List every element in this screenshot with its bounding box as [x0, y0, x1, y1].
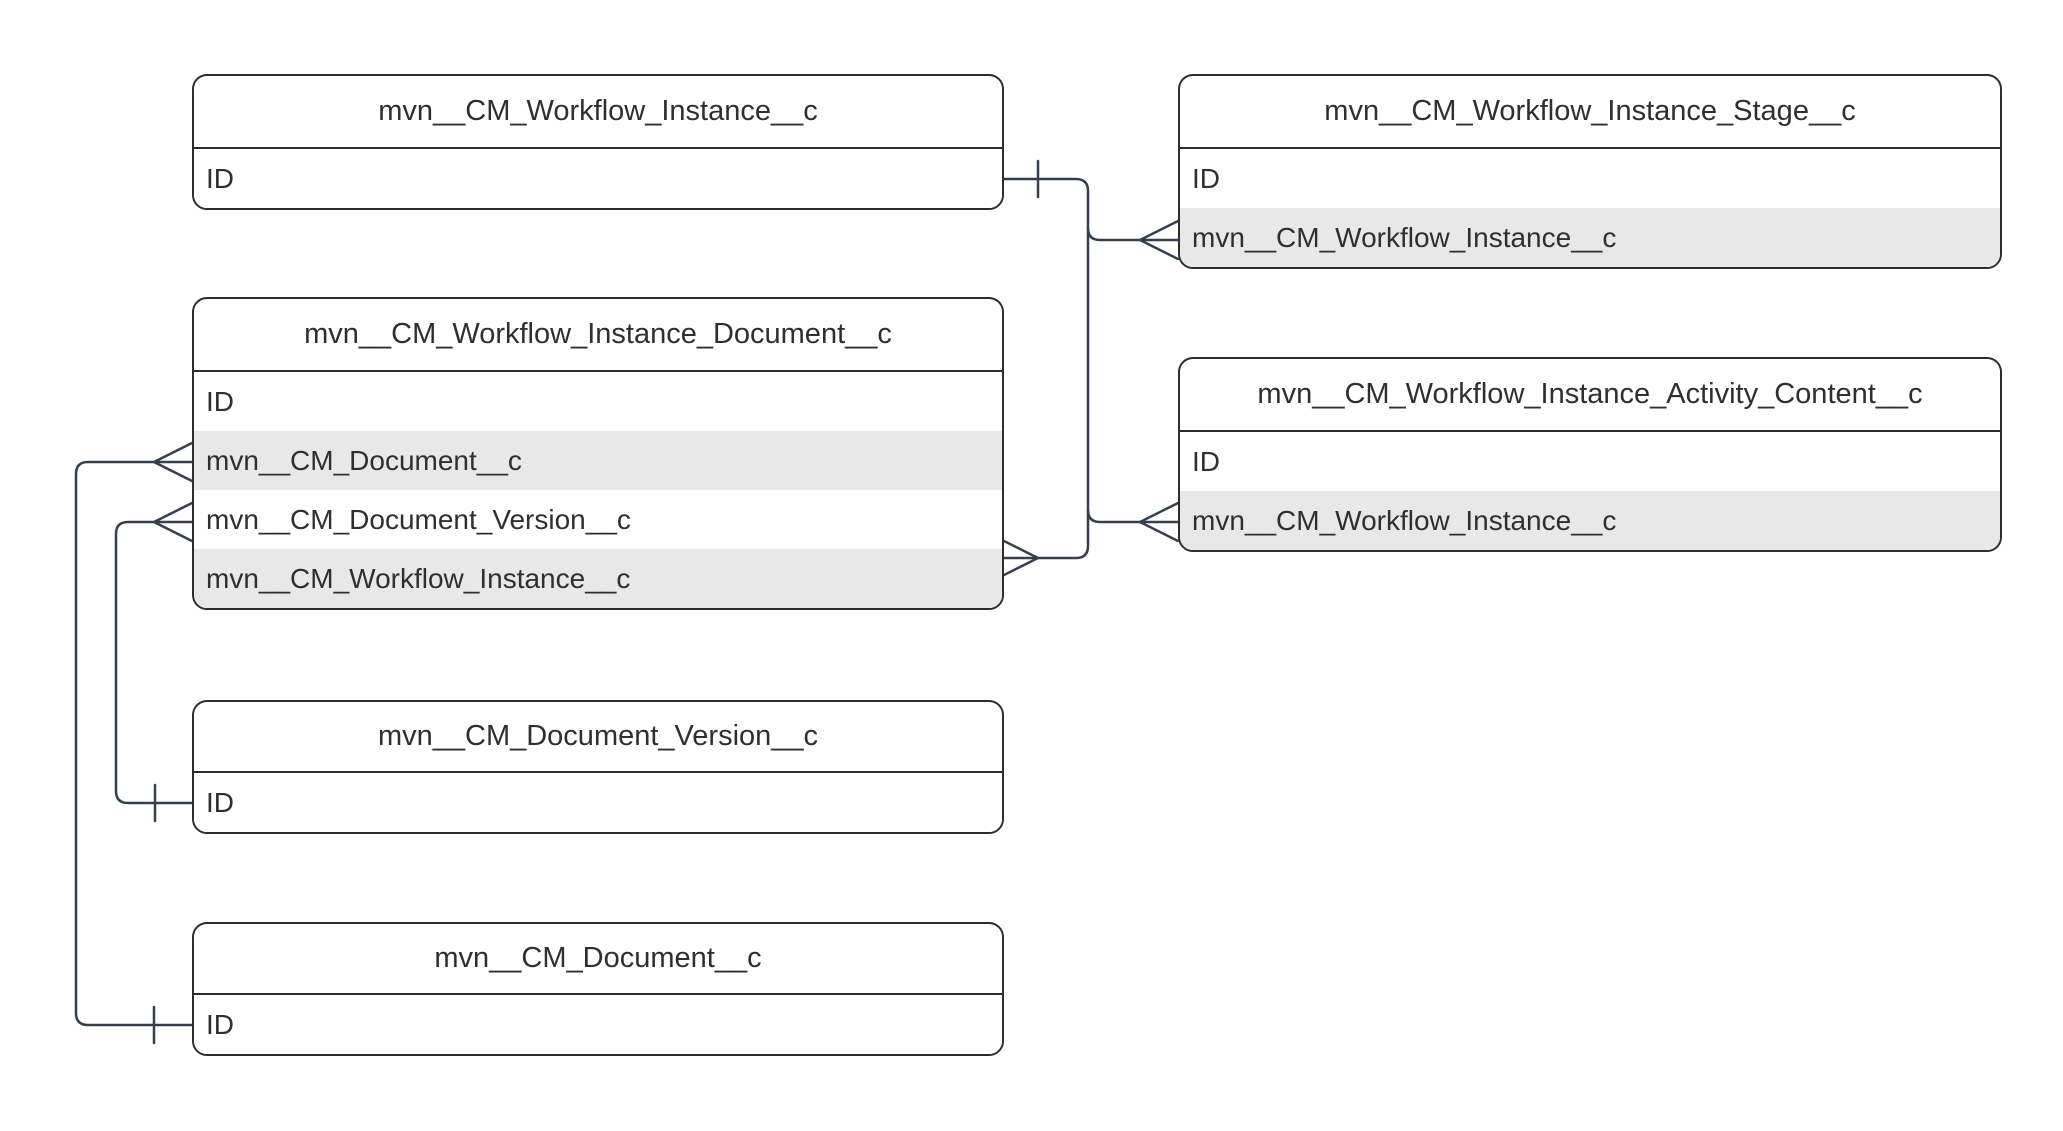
entity-document-version[interactable]: mvn__CM_Document_Version__c ID	[192, 700, 1004, 834]
edge-workflow-instance-one-to-many[interactable]	[998, 159, 1180, 579]
field-rows: ID mvn__CM_Workflow_Instance__c	[1180, 432, 2000, 550]
field-row: ID	[194, 995, 1002, 1054]
field-row: ID	[1180, 432, 2000, 491]
field-row: ID	[194, 149, 1002, 208]
field-row: ID	[194, 773, 1002, 832]
field-row: mvn__CM_Document__c	[194, 431, 1002, 490]
entity-title: mvn__CM_Workflow_Instance_Stage__c	[1180, 76, 2000, 149]
entity-workflow-instance[interactable]: mvn__CM_Workflow_Instance__c ID	[192, 74, 1004, 210]
edge-document-version-one-to-many[interactable]	[114, 501, 194, 823]
edge-line-branch-activity-content	[1086, 508, 1142, 524]
field-rows: ID	[194, 773, 1002, 832]
entity-title: mvn__CM_Document_Version__c	[194, 702, 1002, 773]
entity-document[interactable]: mvn__CM_Document__c ID	[192, 922, 1004, 1056]
crow-foot-many-activity-content	[1138, 501, 1180, 543]
crow-foot-many-instance-document	[998, 537, 1040, 579]
entity-workflow-instance-activity-content[interactable]: mvn__CM_Workflow_Instance_Activity_Conte…	[1178, 357, 2002, 552]
crow-foot-many-document-version-lookup	[152, 501, 194, 543]
crow-foot-many-document-lookup	[152, 441, 194, 483]
edge-document-one-to-many[interactable]	[74, 441, 194, 1045]
entity-title: mvn__CM_Workflow_Instance_Document__c	[194, 299, 1002, 372]
edge-line	[114, 520, 194, 805]
field-row: mvn__CM_Document_Version__c	[194, 490, 1002, 549]
field-row: mvn__CM_Workflow_Instance__c	[1180, 491, 2000, 550]
edge-line-branch-stage	[1086, 226, 1142, 242]
entity-workflow-instance-document[interactable]: mvn__CM_Workflow_Instance_Document__c ID…	[192, 297, 1004, 610]
field-row: ID	[194, 372, 1002, 431]
edge-line	[74, 460, 194, 1027]
field-rows: ID mvn__CM_Document__c mvn__CM_Document_…	[194, 372, 1002, 608]
entity-workflow-instance-stage[interactable]: mvn__CM_Workflow_Instance_Stage__c ID mv…	[1178, 74, 2002, 269]
field-rows: ID	[194, 149, 1002, 208]
field-rows: ID mvn__CM_Workflow_Instance__c	[1180, 149, 2000, 267]
crow-foot-many-stage	[1138, 219, 1180, 261]
edge-line-trunk	[998, 177, 1090, 560]
field-row: mvn__CM_Workflow_Instance__c	[1180, 208, 2000, 267]
entity-title: mvn__CM_Workflow_Instance__c	[194, 76, 1002, 149]
field-row: mvn__CM_Workflow_Instance__c	[194, 549, 1002, 608]
entity-title: mvn__CM_Document__c	[194, 924, 1002, 995]
field-rows: ID	[194, 995, 1002, 1054]
field-row: ID	[1180, 149, 2000, 208]
entity-title: mvn__CM_Workflow_Instance_Activity_Conte…	[1180, 359, 2000, 432]
